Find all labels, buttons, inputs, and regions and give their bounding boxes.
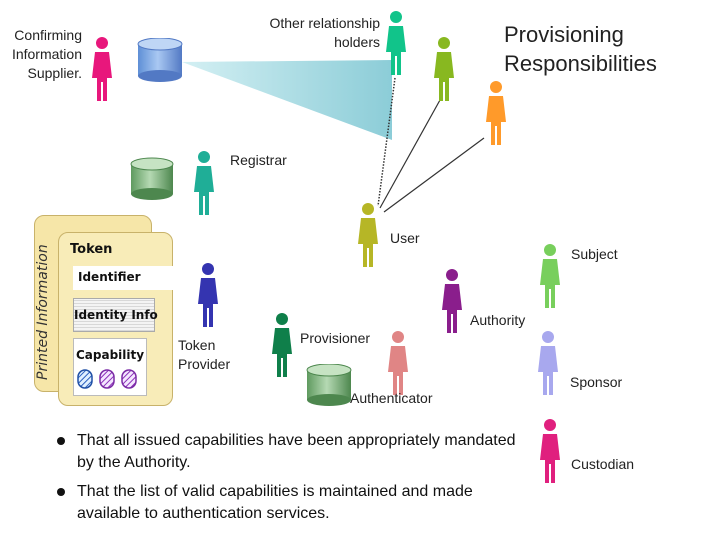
identity-info-label: Identity Info [74, 308, 158, 322]
line-holder-1-to-user [377, 77, 396, 207]
capability-token-1 [77, 369, 93, 389]
authenticator-label: Authenticator [350, 390, 433, 406]
capability-tokens [77, 369, 137, 389]
token-provider-figure [196, 262, 220, 328]
bullet-text-1: That all issued capabilities have been a… [77, 432, 516, 471]
subject-figure [538, 243, 562, 309]
bullet-dot-1 [57, 437, 65, 445]
other-holder-figure-2 [432, 36, 456, 102]
authenticator-figure [386, 330, 410, 396]
bullet-text-2: That the list of valid capabilities is m… [77, 483, 473, 522]
provisioner-figure [270, 312, 294, 378]
sponsor-figure [536, 330, 560, 396]
other-holder-figure-3 [484, 80, 508, 146]
authority-label: Authority [470, 312, 526, 328]
registrar-database-icon [130, 157, 174, 200]
sponsor-label: Sponsor [570, 374, 623, 390]
capability-token-2 [99, 369, 115, 389]
user-label: User [390, 230, 420, 246]
bullet-dot-2 [57, 488, 65, 496]
custodian-label: Custodian [571, 456, 635, 472]
capability-token-3 [121, 369, 137, 389]
confirming-supplier-figure [90, 36, 114, 102]
registrar-figure [192, 150, 216, 216]
subject-label: Subject [571, 246, 618, 262]
confirming-supplier-label: Confirming Information Supplier. [11, 27, 82, 81]
token-provider-label: Token Provider [178, 337, 231, 372]
registrar-label: Registrar [230, 152, 287, 168]
authority-figure [440, 268, 464, 334]
supplier-database-icon [137, 38, 183, 82]
page-title: Provisioning Responsibilities [504, 22, 657, 76]
authenticator-database-icon [306, 364, 352, 406]
line-holder-2-to-user [379, 99, 441, 209]
other-holder-figure-1 [384, 10, 408, 76]
user-figure [356, 202, 380, 268]
information-beam [182, 60, 392, 140]
capability-label: Capability [76, 348, 145, 362]
identifier-label: Identifier [78, 270, 141, 284]
provisioner-label: Provisioner [300, 330, 371, 346]
line-holder-3-to-user [383, 137, 485, 213]
token-label: Token [70, 242, 113, 257]
identifier-strip [73, 266, 221, 290]
other-holders-label: Other relationship holders [269, 15, 380, 50]
identity-info-box [73, 298, 155, 332]
custodian-figure [538, 418, 562, 484]
